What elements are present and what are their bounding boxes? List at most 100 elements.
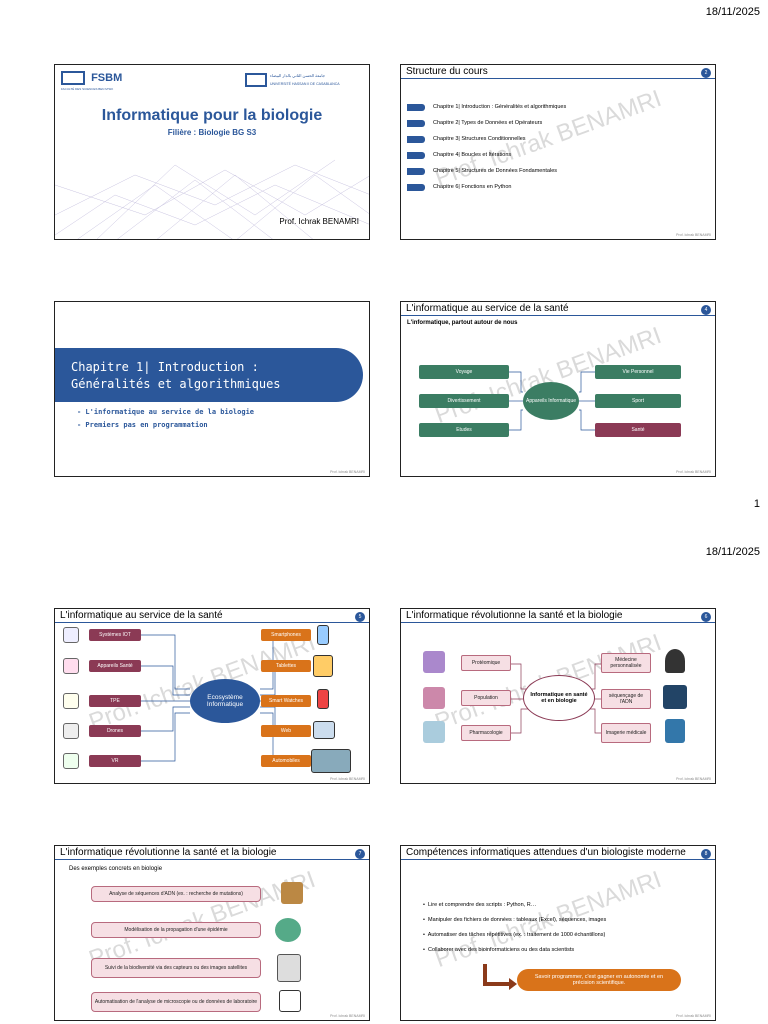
- smartwatch-icon: [317, 689, 329, 709]
- slide-footer: Prof. Ichrak BENAMRI: [330, 777, 365, 781]
- list-item: • Collaborer avec des bioinformaticiens …: [423, 947, 575, 953]
- page-number: 1: [753, 498, 760, 510]
- slide-number: 2: [701, 68, 711, 78]
- page-date-top: 18/11/2025: [705, 6, 760, 18]
- center-node: Appareils Informatique: [523, 382, 579, 420]
- node-vr: VR: [89, 755, 141, 767]
- bullet-icon: [407, 119, 425, 127]
- university-logo-icon: [245, 73, 267, 87]
- list-item: Chapitre 5| Structures de Données Fondam…: [407, 163, 566, 179]
- slide-footer: Prof. Ichrak BENAMRI: [676, 1014, 711, 1018]
- slide-4-sante: L'informatique au service de la santé 4 …: [400, 301, 716, 477]
- node-proteomique: Protéomique: [461, 655, 511, 671]
- node-population: Population: [461, 690, 511, 706]
- course-subtitle: Filière : Biologie BG S3: [167, 128, 257, 137]
- bullet-icon: [407, 167, 425, 175]
- example-item: Modélisation de la propagation d'une épi…: [91, 922, 261, 938]
- node-imagerie-medicale: Imagerie médicale: [601, 723, 651, 743]
- slide-number: 5: [355, 612, 365, 622]
- competences-list: • Lire et comprendre des scripts : Pytho…: [423, 898, 606, 958]
- chapter-title-line2: Généralités et algorithmiques: [71, 377, 281, 391]
- node-web: Web: [261, 725, 311, 737]
- category-etudes: Etudes: [419, 423, 509, 437]
- bullet-icon: [407, 183, 425, 191]
- microscope-icon: [279, 990, 301, 1012]
- fsbm-logo: FSBM: [61, 71, 122, 85]
- slide-title: L'informatique révolutionne la santé et …: [401, 609, 715, 623]
- list-item: Chapitre 2| Types de Données et Opérateu…: [407, 115, 566, 131]
- decorative-mesh: [55, 159, 369, 239]
- payment-terminal-icon: [63, 693, 79, 709]
- slide-footer: Prof. Ichrak BENAMRI: [676, 233, 711, 237]
- node-appareils-sante: Appareils Santé: [89, 660, 141, 672]
- list-item: Chapitre 6| Fonctions en Python: [407, 179, 566, 195]
- list-item: Chapitre 3| Structures Conditionnelles: [407, 131, 566, 147]
- epidemic-icon: [275, 918, 301, 942]
- callout-box: Savoir programmer, c'est gagner en auton…: [517, 969, 681, 991]
- tablet-icon: [313, 655, 333, 677]
- category-sante: Santé: [595, 423, 681, 437]
- slide-footer: Prof. Ichrak BENAMRI: [330, 1014, 365, 1018]
- chapter-bullet: - Premiers pas en programmation: [77, 421, 208, 429]
- node-drones: Drones: [89, 725, 141, 737]
- slide-3-chapter1: Chapitre 1| Introduction : Généralités e…: [54, 301, 370, 477]
- drone-icon: [63, 723, 79, 739]
- slide-title: Structure du cours: [401, 65, 715, 79]
- smartphone-icon: [317, 625, 329, 645]
- slide-title: L'informatique révolutionne la santé et …: [55, 846, 369, 860]
- health-device-icon: [63, 658, 79, 674]
- list-item: Chapitre 1| Introduction : Généralités e…: [407, 99, 566, 115]
- fsbm-subtext: FACULTÉ DES SCIENCES BEN M'SIK: [61, 87, 114, 91]
- example-item: Automatisation de l'analyse de microscop…: [91, 992, 261, 1012]
- node-systemes-iot: Systèmes IOT: [89, 629, 141, 641]
- university-name-ar: جامعة الحسن الثاني بالدار البيضاء: [270, 73, 326, 78]
- slide-2-structure: Structure du cours 2 Prof. Ichrak BENAMR…: [400, 64, 716, 240]
- slide-footer: Prof. Ichrak BENAMRI: [330, 470, 365, 474]
- category-divertissement: Divertissement: [419, 394, 509, 408]
- category-vie-personnel: Vie Personnel: [595, 365, 681, 379]
- vr-headset-icon: [63, 753, 79, 769]
- car-dashboard-icon: [311, 749, 351, 773]
- chapter-title-line1: Chapitre 1| Introduction :: [71, 360, 259, 374]
- pharmacology-icon: [423, 721, 445, 743]
- example-item: Suivi de la biodiversité via des capteur…: [91, 958, 261, 978]
- slide-number: 4: [701, 305, 711, 315]
- node-medecine-personnalisee: Médecine personnalisée: [601, 653, 651, 673]
- list-item: Chapitre 4| Boucles et Itérations: [407, 147, 566, 163]
- slide-8-competences: Compétences informatiques attendues d'un…: [400, 845, 716, 1021]
- node-tpe: TPE: [89, 695, 141, 707]
- satellite-sensor-icon: [277, 954, 301, 982]
- iot-icon: [63, 627, 79, 643]
- node-tablettes: Tablettes: [261, 660, 311, 672]
- population-icon: [423, 687, 445, 709]
- protein-icon: [423, 651, 445, 673]
- category-sport: Sport: [595, 394, 681, 408]
- imaging-icon: [665, 719, 685, 743]
- list-item: • Manipuler des fichiers de données : ta…: [423, 917, 607, 923]
- page-date-bottom: 18/11/2025: [705, 546, 760, 558]
- slide-6-revolution: L'informatique révolutionne la santé et …: [400, 608, 716, 784]
- slide-subtitle: Des exemples concrets en biologie: [69, 866, 163, 872]
- course-title: Informatique pour la biologie: [101, 107, 323, 124]
- connector-lines: [141, 634, 305, 762]
- node-smart-watches: Smart Watches: [261, 695, 311, 707]
- slide-7-exemples: L'informatique révolutionne la santé et …: [54, 845, 370, 1021]
- slide-subtitle: L'informatique, partout autour de nous: [407, 320, 518, 326]
- slide-1-title: FSBM FACULTÉ DES SCIENCES BEN M'SIK جامع…: [54, 64, 370, 240]
- center-node: Ecosystème Informatique: [190, 679, 260, 723]
- arrow-icon: [483, 964, 517, 990]
- web-icon: [313, 721, 335, 739]
- slide-5-ecosysteme: L'informatique au service de la santé 5 …: [54, 608, 370, 784]
- slide-number: 6: [701, 612, 711, 622]
- author-name: Prof. Ichrak BENAMRI: [279, 217, 359, 226]
- slide-number: 8: [701, 849, 711, 859]
- slide-title: Compétences informatiques attendues d'un…: [401, 846, 715, 860]
- bullet-icon: [407, 103, 425, 111]
- node-smartphones: Smartphones: [261, 629, 311, 641]
- dna-icon: [281, 882, 303, 904]
- university-name-fr: UNIVERSITÉ HASSAN II DE CASABLANCA: [270, 82, 340, 86]
- list-item: • Automatiser des tâches répétitives (ex…: [423, 932, 606, 938]
- node-pharmacologie: Pharmacologie: [461, 725, 511, 741]
- connector-lines: [509, 371, 595, 431]
- node-sequencage-adn: séquençage de l'ADN: [601, 689, 651, 709]
